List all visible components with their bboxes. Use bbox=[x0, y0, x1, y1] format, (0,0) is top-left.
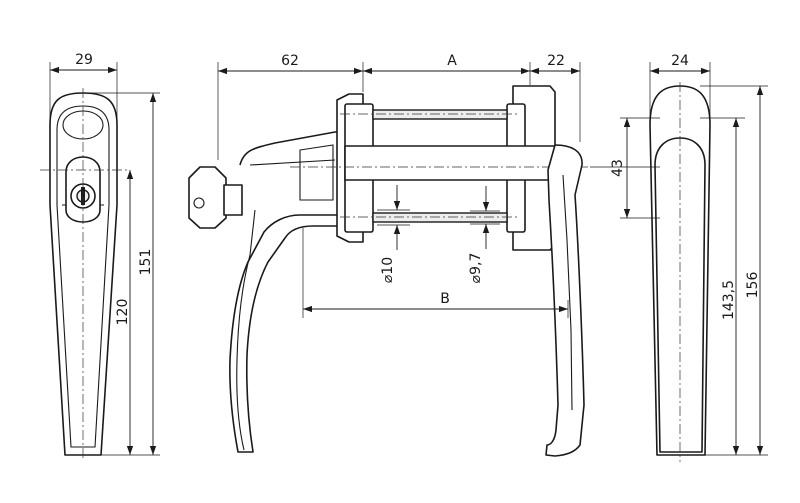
dim-pin-diameter-1: ⌀10 bbox=[380, 257, 396, 283]
dim-spacing-22: 22 bbox=[547, 53, 565, 69]
dim-side-offset: 62 bbox=[281, 53, 299, 69]
dim-spacing-a: A bbox=[447, 53, 457, 69]
dim-right-43: 43 bbox=[610, 159, 626, 177]
dim-front-width: 29 bbox=[75, 52, 93, 68]
dim-spacing-b: B bbox=[440, 291, 450, 307]
right-view bbox=[649, 82, 711, 462]
dim-pin-diameter-2: ⌀9,7 bbox=[468, 253, 484, 284]
front-view bbox=[40, 88, 128, 460]
dim-right-height-inner: 143,5 bbox=[721, 280, 737, 320]
dim-right-width: 24 bbox=[671, 53, 689, 69]
dim-front-height-inner: 120 bbox=[115, 299, 131, 326]
right-dimensions: 24 43 143,5 156 bbox=[590, 53, 768, 456]
dim-right-height-outer: 156 bbox=[745, 272, 761, 299]
front-dimensions: 29 151 120 bbox=[49, 52, 160, 456]
side-dimensions: 62 A 22 ⌀10 ⌀9,7 B bbox=[217, 53, 581, 318]
dim-front-height-outer: 151 bbox=[138, 249, 154, 276]
key-icon bbox=[188, 166, 227, 229]
side-view bbox=[188, 85, 590, 457]
